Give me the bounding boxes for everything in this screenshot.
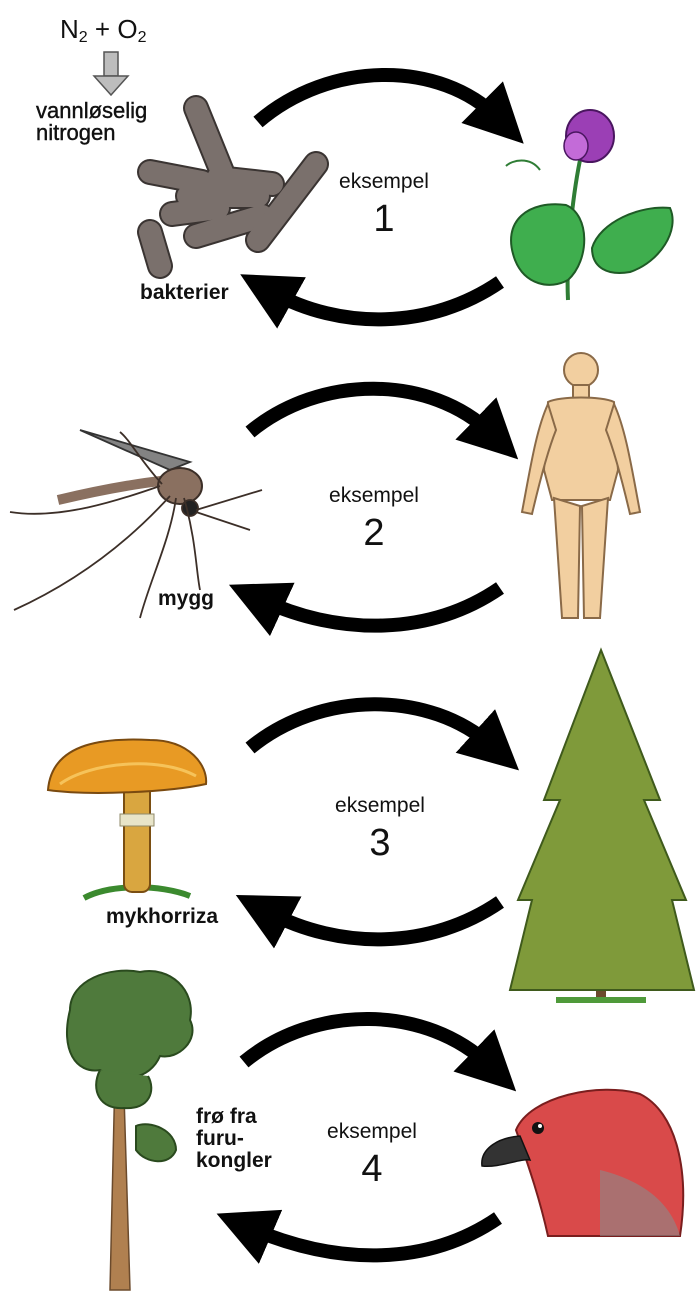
nitrogen-label: vannløselig nitrogen bbox=[36, 98, 148, 145]
example-word-1: eksempel bbox=[339, 170, 429, 193]
pine-tree-illustration bbox=[65, 969, 194, 1291]
example-word-4: eksempel bbox=[327, 1120, 417, 1143]
example-number-3: 3 bbox=[369, 822, 391, 864]
mushroom-illustration bbox=[46, 738, 208, 901]
formula-o: O bbox=[117, 14, 138, 44]
example-number-2: 2 bbox=[363, 512, 385, 554]
human-illustration bbox=[520, 352, 642, 619]
organism-label-2: mygg bbox=[158, 587, 215, 610]
pea-plant-illustration bbox=[505, 109, 674, 301]
formula: N2 + O2 bbox=[60, 14, 146, 47]
formula-plus: + bbox=[94, 14, 111, 44]
organism-label-3: mykhorriza bbox=[106, 905, 219, 928]
spruce-tree-illustration bbox=[508, 647, 696, 1003]
example-word-3: eksempel bbox=[335, 794, 425, 817]
example-word-2: eksempel bbox=[329, 484, 419, 507]
organism-label-4-line-3: kongler bbox=[196, 1149, 272, 1172]
mosquito-illustration bbox=[9, 429, 263, 619]
example-number-4: 4 bbox=[361, 1148, 383, 1190]
down-process-arrow bbox=[92, 51, 130, 97]
organism-label-1: bakterier bbox=[140, 281, 229, 304]
nitrogen-label-line-1: vannløselig bbox=[36, 98, 148, 123]
nitrogen-label-line-2: nitrogen bbox=[36, 120, 116, 145]
bacteria-illustration bbox=[137, 95, 329, 279]
organism-label-4: frø fra furu- kongler bbox=[196, 1106, 272, 1172]
formula-n-sub: 2 bbox=[78, 29, 88, 46]
organism-label-4-line-2: furu- bbox=[196, 1127, 244, 1150]
organism-label-4-line-1: frø fra bbox=[196, 1105, 257, 1128]
formula-n: N bbox=[60, 14, 79, 44]
crossbill-bird-illustration bbox=[481, 1088, 685, 1237]
formula-o-sub: 2 bbox=[137, 29, 147, 46]
example-number-1: 1 bbox=[373, 198, 395, 240]
